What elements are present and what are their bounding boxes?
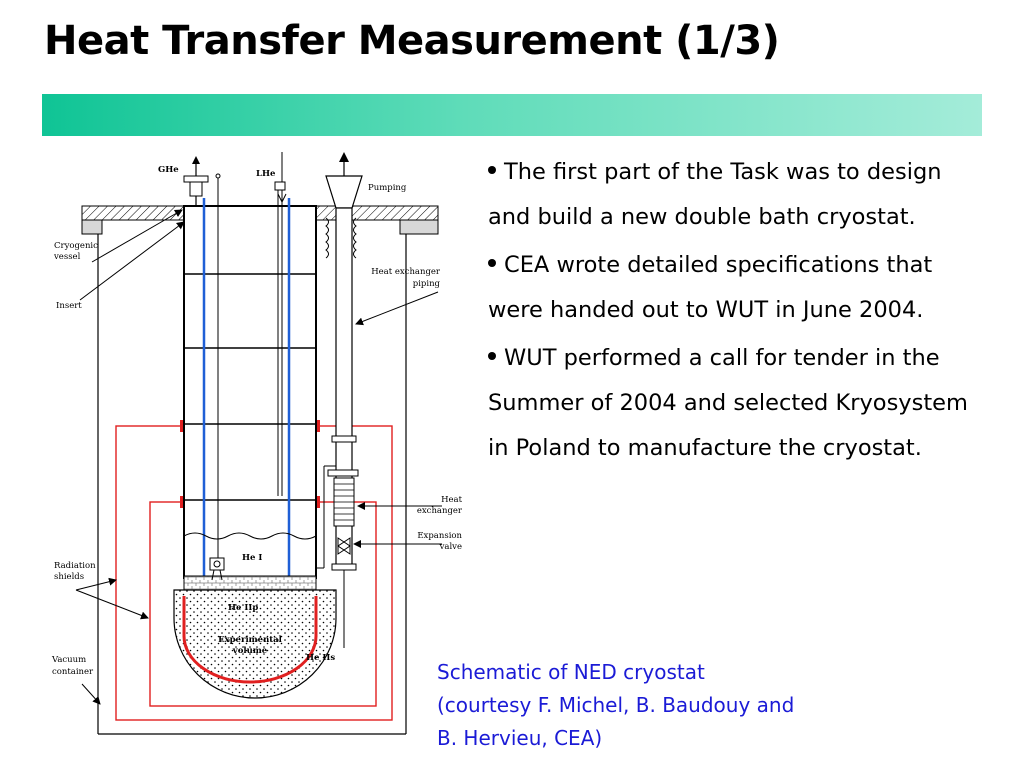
label-pumping: Pumping [368,183,407,193]
label-heat-exchanger-2: exchanger [417,506,463,516]
label-expansion-valve-2: valve [439,542,462,552]
leader-lines [75,209,442,705]
label-cryogenic-vessel-2: vessel [53,252,81,262]
title-accent-bar [42,94,982,136]
he-ii-bath [173,589,337,699]
label-vacuum-container-1: Vacuum [51,655,86,665]
label-he-i: He I [242,553,262,563]
label-heat-exchanger-1: Heat [441,495,463,505]
vacuum-container [97,220,407,735]
bullet-item: The first part of the Task was to design… [488,150,988,240]
slide-title: Heat Transfer Measurement (1/3) [44,18,780,64]
bullet-dot-icon [488,352,496,360]
bullet-text: WUT performed a call for tender in the S… [488,345,968,461]
label-lhe: LHe [256,169,276,179]
bullet-dot-icon [488,259,496,267]
caption-line: (courtesy F. Michel, B. Baudouy and [437,693,795,717]
label-hx-piping-1: Heat exchanger [371,267,441,277]
pumping-line [316,152,363,648]
label-experimental-volume-1: Experimental [218,635,283,645]
cryostat-schematic: GHe LHe Pumping Cryogenic vessel Insert … [38,148,468,738]
bullet-item: WUT performed a call for tender in the S… [488,336,988,471]
label-hx-piping-2: piping [413,279,441,289]
label-ghe: GHe [158,165,179,175]
caption-line: B. Hervieu, CEA) [437,726,603,750]
bullet-dot-icon [488,166,496,174]
label-insert: Insert [56,301,82,311]
bullet-item: CEA wrote detailed specifications that w… [488,243,988,333]
label-he-iis: He IIs [306,653,335,663]
insert [180,176,320,591]
label-vacuum-container-2: container [52,667,94,677]
figure-caption: Schematic of NED cryostat (courtesy F. M… [437,656,857,755]
level-sensor-icon [209,557,225,581]
label-expansion-valve-1: Expansion [417,531,462,541]
label-he-iip: He IIp [228,603,258,613]
label-cryogenic-vessel-1: Cryogenic [54,241,98,251]
fill-ports [183,152,287,206]
label-radiation-shields-1: Radiation [54,561,96,571]
bullet-text: The first part of the Task was to design… [488,159,942,230]
caption-line: Schematic of NED cryostat [437,660,705,684]
label-radiation-shields-2: shields [54,572,84,582]
label-experimental-volume-2: volume [232,646,268,656]
bullet-list: The first part of the Task was to design… [488,150,988,474]
bullet-text: CEA wrote detailed specifications that w… [488,252,933,323]
